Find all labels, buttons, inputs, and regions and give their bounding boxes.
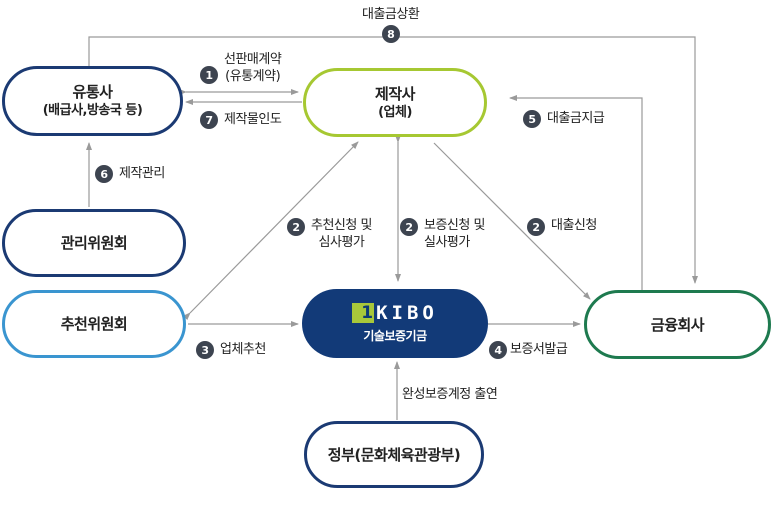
step-badge-8: 8: [381, 25, 400, 43]
kibo-logo-mark: 1: [352, 303, 375, 323]
label-repayment-text: 대출금상환: [362, 7, 420, 22]
step-badge-6: 6: [95, 165, 113, 183]
step-badge-4: 4: [489, 341, 507, 359]
node-distributor: 유통사 (배급사,방송국 등): [2, 66, 183, 136]
label-guarantee-apply-line1: 보증신청 및: [424, 218, 485, 233]
label-loan-apply-text: 대출신청: [551, 218, 597, 233]
step-badge-2b: 2: [400, 218, 418, 236]
label-guarantee-apply-line2: 실사평가: [424, 235, 470, 250]
node-producer-title: 제작사: [375, 84, 415, 103]
step-badge-5: 5: [523, 110, 541, 128]
label-step-1: 1 선판매계약 (유통계약): [200, 51, 282, 85]
label-contract-line1: 선판매계약: [224, 52, 282, 67]
label-contract-line2: (유통계약): [225, 69, 281, 84]
label-guarantee-issue-text: 보증서발급: [510, 342, 568, 357]
node-finance-title: 금융회사: [650, 315, 705, 334]
step-badge-2a: 2: [287, 218, 305, 236]
step-badge-1: 1: [200, 66, 218, 84]
label-step-4: 4 보증서발급: [489, 341, 568, 359]
node-distributor-subtitle: (배급사,방송국 등): [42, 103, 143, 118]
node-kibo: 1 KIBO 기술보증기금: [302, 289, 488, 358]
step-badge-3: 3: [196, 341, 214, 359]
label-step-5: 5 대출금지급: [523, 110, 605, 128]
label-step-2-loan: 2 대출신청: [527, 217, 597, 236]
node-recommendation-committee-title: 추천위원회: [60, 315, 128, 333]
node-management-committee: 관리위원회: [2, 209, 186, 277]
label-loan-payment-text: 대출금지급: [547, 111, 605, 126]
label-step-2-recommend: 2 추천신청 및 심사평가: [287, 217, 372, 251]
node-kibo-subtitle: 기술보증기금: [363, 329, 427, 343]
label-recommend-text: 업체추천: [220, 342, 266, 357]
label-step-6: 6 제작관리: [95, 165, 165, 183]
arrow-loan-payment: [509, 95, 643, 291]
node-producer-subtitle: (업체): [378, 104, 412, 120]
node-management-committee-title: 관리위원회: [60, 234, 128, 252]
label-step-3: 3 업체추천: [196, 341, 266, 359]
label-gov-fund: 완성보증계정 출연: [402, 386, 498, 403]
node-finance: 금융회사: [584, 290, 771, 359]
label-gov-fund-text: 완성보증계정 출연: [402, 387, 498, 402]
arrow-loan-apply: [433, 142, 591, 300]
kibo-logo: 1 KIBO: [352, 302, 438, 324]
arrow-recommend-apply: [182, 141, 359, 321]
label-recommend-apply-line1: 추천신청 및: [311, 218, 372, 233]
node-recommendation-committee: 추천위원회: [2, 290, 186, 358]
node-producer: 제작사 (업체): [303, 68, 487, 137]
label-step-7: 7 제작물인도: [200, 111, 282, 129]
kibo-logo-word: KIBO: [376, 302, 438, 324]
label-step-2-guarantee: 2 보증신청 및 실사평가: [400, 217, 485, 251]
node-government-title: 정부(문화체육관광부): [327, 445, 461, 464]
node-distributor-title: 유통사: [72, 83, 113, 101]
step-badge-7: 7: [200, 111, 218, 129]
label-production-mgmt-text: 제작관리: [119, 166, 165, 181]
step-badge-2c: 2: [527, 218, 545, 236]
label-step-8: 대출금상환 8: [362, 6, 420, 43]
label-delivery-text: 제작물인도: [224, 112, 282, 127]
label-recommend-apply-line2: 심사평가: [318, 235, 365, 250]
node-government: 정부(문화체육관광부): [304, 421, 484, 488]
